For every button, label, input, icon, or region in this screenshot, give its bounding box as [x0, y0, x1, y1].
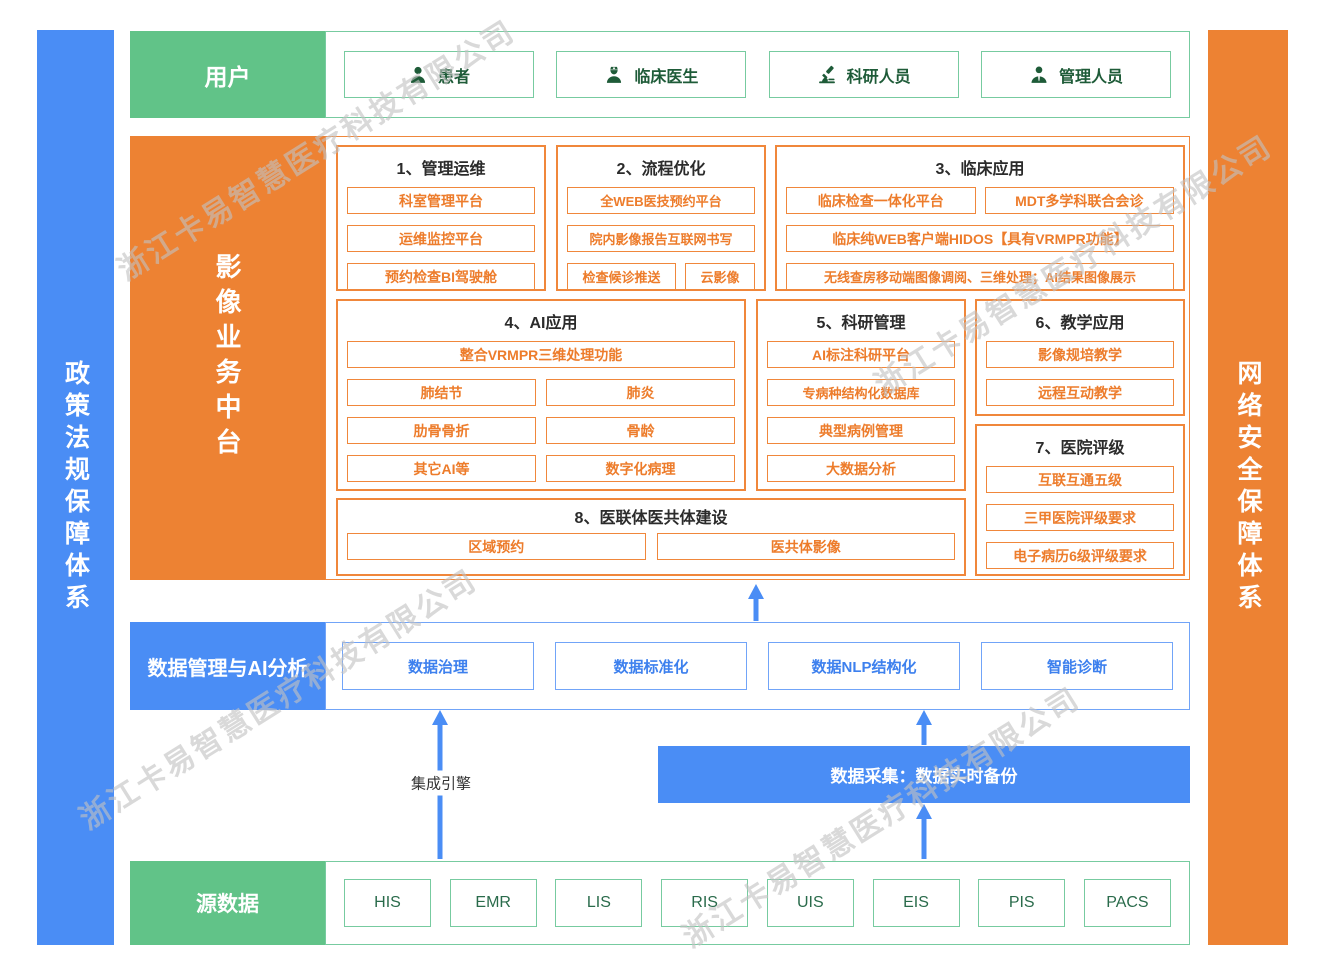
feature-box: 肋骨骨折 [347, 417, 536, 444]
data-mgmt-box: 数据治理 [342, 642, 534, 690]
feature-box: 互联互通五级 [986, 466, 1174, 493]
section-hospital-rating: 7、医院评级 互联互通五级 三甲医院评级要求 电子病历6级评级要求 [975, 424, 1185, 576]
section-ai-application: 4、AI应用 整合VRMPR三维处理功能 肺结节 肺炎 肋骨骨折 骨龄 其它AI… [336, 299, 746, 491]
source-data-label-block: 源数据 [130, 861, 325, 945]
feature-box: 全WEB医技预约平台 [567, 187, 755, 214]
arrow-collection-to-datamgmt [916, 710, 932, 745]
source-system-box: EIS [872, 879, 960, 927]
source-system-box: PACS [1083, 879, 1171, 927]
arrow-up-to-platform [748, 584, 764, 621]
section-title: 6、教学应用 [1035, 315, 1125, 332]
feature-box: 肺炎 [546, 379, 735, 406]
section-title: 4、AI应用 [504, 315, 578, 332]
data-mgmt-box: 智能诊断 [981, 642, 1173, 690]
imaging-platform-label: 影像业务中台 [212, 253, 242, 463]
section-title: 8、医联体医共体建设 [574, 510, 728, 527]
user-row-label: 用户 [204, 63, 251, 90]
feature-box: 预约检查BI驾驶舱 [347, 263, 535, 290]
user-box-patient: 患者 [344, 51, 534, 98]
user-box-label: 科研人员 [846, 68, 911, 86]
section-teaching-application: 6、教学应用 影像规培教学 远程互动教学 [975, 299, 1185, 416]
feature-box: AI标注科研平台 [767, 341, 955, 368]
section-research-management: 5、科研管理 AI标注科研平台 专病种结构化数据库 典型病例管理 大数据分析 [756, 299, 966, 491]
user-box-admin: 管理人员 [980, 51, 1171, 98]
section-process-optimization: 2、流程优化 全WEB医技预约平台 院内影像报告互联网书写 检查候诊推送 云影像 [556, 145, 766, 291]
source-data-label: 源数据 [196, 893, 259, 916]
integration-engine-label: 集成引擎 [405, 770, 477, 796]
feature-box: MDT多学科联合会诊 [984, 187, 1174, 214]
feature-box: 电子病历6级评级要求 [986, 542, 1174, 569]
feature-box: 区域预约 [347, 533, 646, 560]
imaging-platform-label-block: 影像业务中台 [130, 136, 325, 580]
section-items: 整合VRMPR三维处理功能 肺结节 肺炎 肋骨骨折 骨龄 其它AI等 数字化病理 [347, 341, 735, 482]
section-management-ops: 1、管理运维 科室管理平台 运维监控平台 预约检查BI驾驶舱 [336, 145, 546, 291]
user-box-clinician: 临床医生 [556, 51, 747, 98]
user-box-label: 管理人员 [1058, 68, 1123, 86]
feature-box: 医共体影像 [656, 533, 955, 560]
user-row-container: 患者 临床医生 科研人员 [325, 31, 1190, 118]
source-system-box: LIS [555, 879, 643, 927]
section-items: AI标注科研平台 专病种结构化数据库 典型病例管理 大数据分析 [767, 341, 955, 482]
section-title: 2、流程优化 [616, 161, 706, 178]
feature-box: 其它AI等 [347, 455, 536, 482]
policy-sidebar: 政策法规保障体系 [37, 30, 114, 945]
source-system-box: RIS [661, 879, 749, 927]
feature-box: 整合VRMPR三维处理功能 [347, 341, 735, 368]
data-mgmt-box: 数据NLP结构化 [768, 642, 960, 690]
feature-box: 远程互动教学 [986, 379, 1174, 406]
data-mgmt-label-block: 数据管理与AI分析 [130, 622, 325, 710]
admin-icon [1031, 66, 1047, 83]
section-items: 互联互通五级 三甲医院评级要求 电子病历6级评级要求 [986, 466, 1174, 569]
section-title: 5、科研管理 [816, 315, 906, 332]
section-title: 1、管理运维 [396, 161, 486, 178]
source-data-container: HIS EMR LIS RIS UIS EIS PIS PACS [325, 861, 1190, 945]
patient-icon [410, 66, 426, 83]
microscope-icon [818, 65, 835, 83]
data-collection-box: 数据采集：数据实时备份 [658, 746, 1190, 803]
policy-sidebar-label: 政策法规保障体系 [61, 359, 90, 616]
feature-box: 云影像 [685, 263, 755, 290]
imaging-platform-container: 1、管理运维 科室管理平台 运维监控平台 预约检查BI驾驶舱 2、流程优化 全W… [325, 136, 1190, 580]
feature-box: 影像规培教学 [986, 341, 1174, 368]
section-items: 影像规培教学 远程互动教学 [986, 341, 1174, 406]
feature-box: 临床纯WEB客户端HIDOS【具有VRMPR功能】 [786, 225, 1174, 252]
user-box-label: 临床医生 [634, 68, 699, 86]
section-medical-alliance: 8、医联体医共体建设 区域预约 医共体影像 [336, 498, 966, 576]
data-mgmt-box: 数据标准化 [555, 642, 747, 690]
section-items: 科室管理平台 运维监控平台 预约检查BI驾驶舱 [347, 187, 535, 290]
source-system-box: UIS [766, 879, 854, 927]
feature-box: 运维监控平台 [347, 225, 535, 252]
section-clinical-application: 3、临床应用 临床检查一体化平台 MDT多学科联合会诊 临床纯WEB客户端HID… [775, 145, 1185, 291]
feature-box: 大数据分析 [767, 455, 955, 482]
section-title: 3、临床应用 [935, 161, 1025, 178]
feature-box: 数字化病理 [546, 455, 735, 482]
feature-box: 专病种结构化数据库 [767, 379, 955, 406]
feature-box: 临床检查一体化平台 [786, 187, 976, 214]
network-security-sidebar-label: 网络安全保障体系 [1234, 359, 1262, 616]
user-box-researcher: 科研人员 [768, 51, 959, 98]
arrow-source-to-collection [916, 804, 932, 859]
feature-box: 科室管理平台 [347, 187, 535, 214]
user-row-label-block: 用户 [130, 31, 325, 118]
source-system-box: PIS [978, 879, 1066, 927]
network-security-sidebar: 网络安全保障体系 [1208, 30, 1288, 945]
feature-box: 院内影像报告互联网书写 [567, 225, 755, 252]
feature-box: 肺结节 [347, 379, 536, 406]
source-system-box: EMR [449, 879, 537, 927]
data-mgmt-label: 数据管理与AI分析 [147, 657, 308, 680]
feature-box: 无线查房移动端图像调阅、三维处理；AI结果图像展示 [786, 263, 1174, 290]
section-title: 7、医院评级 [1035, 440, 1125, 457]
data-mgmt-container: 数据治理 数据标准化 数据NLP结构化 智能诊断 [325, 622, 1190, 710]
section-items: 全WEB医技预约平台 院内影像报告互联网书写 检查候诊推送 云影像 [567, 187, 755, 290]
section-items: 临床检查一体化平台 MDT多学科联合会诊 临床纯WEB客户端HIDOS【具有VR… [786, 187, 1174, 290]
source-system-box: HIS [344, 879, 431, 927]
feature-box: 典型病例管理 [767, 417, 955, 444]
data-collection-label: 数据采集：数据实时备份 [830, 767, 1018, 786]
feature-box: 检查候诊推送 [567, 263, 677, 290]
doctor-icon [607, 66, 622, 83]
feature-box: 骨龄 [546, 417, 735, 444]
user-box-label: 患者 [437, 68, 470, 86]
feature-box: 三甲医院评级要求 [986, 504, 1174, 531]
